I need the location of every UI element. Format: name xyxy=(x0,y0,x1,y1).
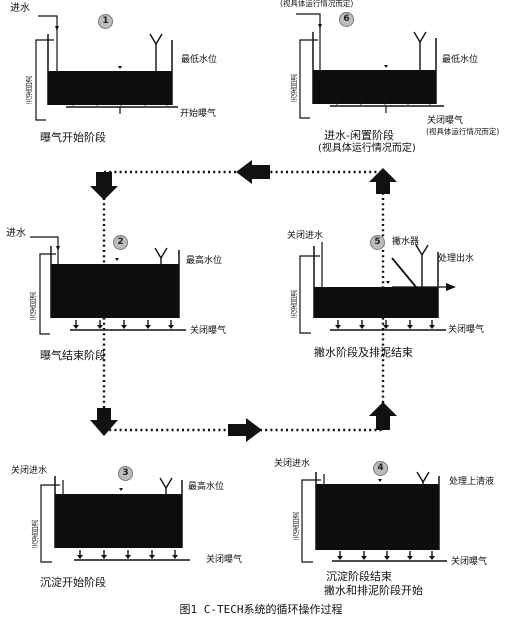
tank-5 xyxy=(299,242,456,334)
stage-3-inlet-label: 关闭进水 xyxy=(11,466,48,476)
arrow-down-bottom-left xyxy=(90,408,118,436)
figure-caption: 图1 C-TECH系统的循环操作过程 xyxy=(179,603,343,616)
stage-3-title: 沉淀开始阶段 xyxy=(40,576,106,589)
stage-6-note-top: (视具体运行情况而定) xyxy=(280,0,354,8)
stage-1-level-label: 最低水位 xyxy=(181,55,218,65)
stage-6-number: 6 xyxy=(339,12,354,27)
stage-6-aeration-note: (视具体运行情况而定) xyxy=(426,127,500,136)
stage-4-title-line1: 沉淀阶段结束 xyxy=(326,570,392,583)
arrow-up-bottom-right xyxy=(369,402,397,430)
stage-6-pipe-label: 污泥回流 xyxy=(290,74,298,102)
stage-2-inlet-label: 进水 xyxy=(6,228,26,239)
tank-2 xyxy=(30,236,186,335)
stage-2-aeration-label: 关闭曝气 xyxy=(190,326,227,336)
arrow-right-bottom xyxy=(228,418,262,442)
tank-3 xyxy=(40,476,190,563)
stage-6-title-line2: (视具体运行情况而定) xyxy=(318,143,416,154)
stage-2-pipe-label: 污泥回流 xyxy=(29,292,37,320)
stage-3-level-label: 最高水位 xyxy=(188,482,225,492)
stage-2-level-label: 最高水位 xyxy=(186,256,223,266)
stage-1-pipe-label: 污泥回流 xyxy=(25,76,33,104)
stage-1-number: 1 xyxy=(98,14,113,29)
stage-5-title: 撇水阶段及排泥结束 xyxy=(314,346,413,359)
stage-1-aeration-label: 开始曝气 xyxy=(180,109,217,119)
stage-3-aeration-label: 关闭曝气 xyxy=(206,555,243,565)
stage-4-inlet-label: 关闭进水 xyxy=(274,459,311,469)
tank-1 xyxy=(35,15,178,121)
stage-3-pipe-label: 污泥回流 xyxy=(31,520,39,548)
stage-1-inlet-label: 进水 xyxy=(10,3,30,14)
stage-5-inlet-label: 关闭进水 xyxy=(287,231,324,241)
stage-4-number: 4 xyxy=(373,461,388,476)
stage-4-aeration-label: 关闭曝气 xyxy=(451,557,488,567)
cycle-arrows xyxy=(90,160,397,442)
stage-4-title-line2: 撇水和排泥阶段开始 xyxy=(324,584,423,597)
stage-5-outlet-label: 处理出水 xyxy=(438,254,475,264)
stage-6-aeration-label: 关闭曝气 xyxy=(427,116,464,126)
arrow-up-top-right xyxy=(369,168,397,194)
stage-5-pipe-label: 污泥回流 xyxy=(290,290,298,318)
arrow-down-top-left xyxy=(90,172,118,200)
stage-6-level-label: 最低水位 xyxy=(442,55,479,65)
stage-5-number: 5 xyxy=(370,235,385,250)
tank-4 xyxy=(301,471,447,563)
stage-2-title: 曝气结束阶段 xyxy=(40,349,106,362)
tank-6 xyxy=(296,13,444,119)
stage-2-number: 2 xyxy=(113,235,128,250)
stage-6-title-line1: 进水-闲置阶段 xyxy=(324,129,394,142)
stage-1-title: 曝气开始阶段 xyxy=(40,131,106,144)
stage-4-pipe-label: 污泥回流 xyxy=(292,512,300,540)
stage-4-outlet-label: 处理上清液 xyxy=(449,477,495,487)
stage-5-aeration-label: 关闭曝气 xyxy=(448,325,485,335)
cycle-path xyxy=(102,170,385,432)
arrow-left-top xyxy=(236,160,270,184)
stage-5-decanter-label: 撇水器 xyxy=(392,237,420,247)
stage-3-number: 3 xyxy=(118,466,133,481)
